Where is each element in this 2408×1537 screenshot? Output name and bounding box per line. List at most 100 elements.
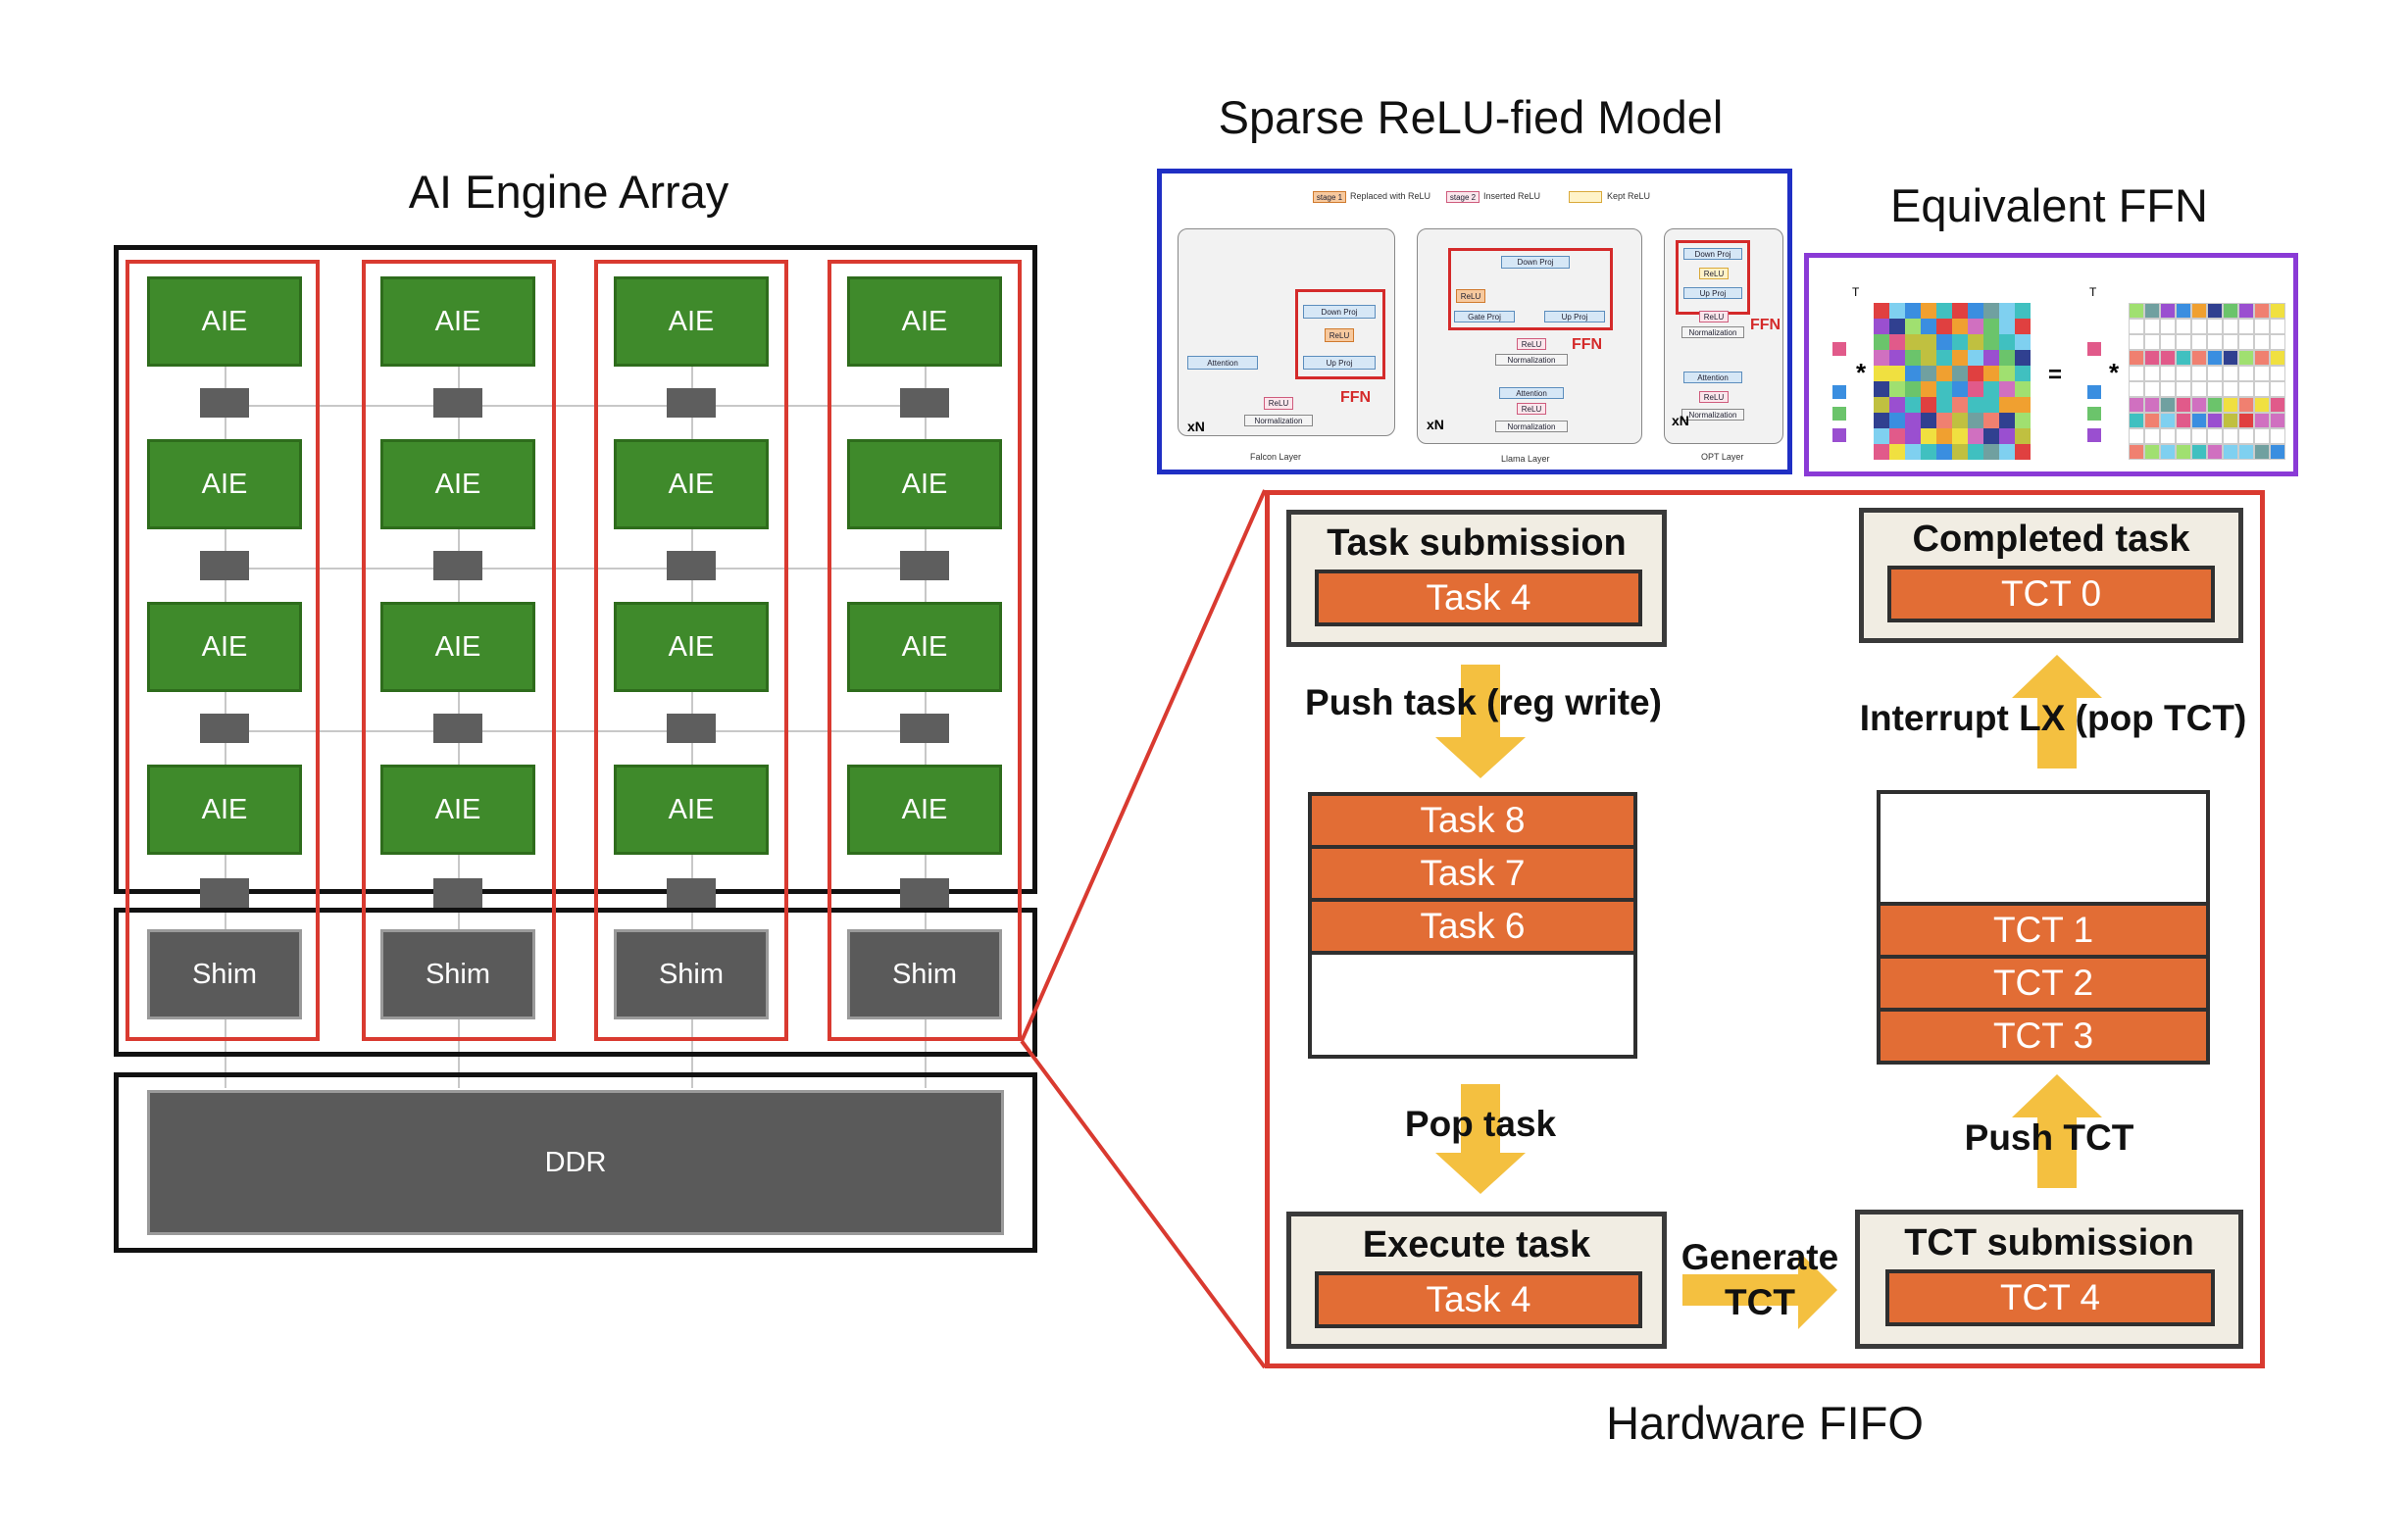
- matrix-cell: [1889, 319, 1905, 334]
- matrix-cell: [1983, 350, 1999, 366]
- matrix-cell: [1921, 397, 1936, 413]
- opt-relu-mid: ReLU: [1699, 311, 1729, 322]
- task-queue-item: Task 8: [1308, 792, 1637, 849]
- matrix-cell: [2191, 397, 2207, 413]
- matrix-cell: [2176, 381, 2191, 397]
- aie-tile: AIE: [614, 765, 769, 855]
- task-queue: Task 8 Task 7 Task 6: [1308, 792, 1637, 1059]
- matrix-cell: [2144, 319, 2160, 334]
- matrix-cell: [2254, 381, 2270, 397]
- llama-relu2: ReLU: [1517, 403, 1546, 415]
- matrix-cell: [2207, 444, 2223, 460]
- matrix-cell: [2238, 413, 2254, 428]
- opt-xn: xN: [1672, 413, 1689, 428]
- switch-block: [667, 551, 716, 580]
- matrix-cell: [1968, 350, 1983, 366]
- matrix-cell: [2129, 303, 2144, 319]
- vector-cell: [1832, 428, 1846, 442]
- falcon-relu: ReLU: [1325, 328, 1354, 342]
- matrix-cell: [1874, 381, 1889, 397]
- switch-block: [667, 714, 716, 743]
- matrix-cell: [2238, 444, 2254, 460]
- switch-block: [433, 878, 482, 908]
- vector-cell: [1832, 407, 1846, 421]
- matrix-cell: [2129, 428, 2144, 444]
- matrix-cell: [1936, 319, 1952, 334]
- matrix-cell: [1983, 334, 1999, 350]
- matrix-cell: [2015, 303, 2031, 319]
- matrix-cell: [2129, 366, 2144, 381]
- matrix-cell: [1905, 413, 1921, 428]
- matrix-cell: [2160, 413, 2176, 428]
- matrix-cell: [1968, 381, 1983, 397]
- matrix-cell: [1999, 334, 2015, 350]
- matrix-cell: [2191, 350, 2207, 366]
- matrix-cell: [1983, 303, 1999, 319]
- vector-cell: [1832, 385, 1846, 399]
- matrix-cell: [2176, 350, 2191, 366]
- ffn-times-2: *: [2109, 358, 2120, 387]
- matrix-cell: [1968, 444, 1983, 460]
- execute-task-title: Execute task: [1362, 1224, 1591, 1265]
- aie-tile: AIE: [147, 765, 302, 855]
- matrix-cell: [2254, 428, 2270, 444]
- matrix-cell: [1983, 319, 1999, 334]
- opt-caption: OPT Layer: [1701, 452, 1744, 462]
- matrix-cell: [1905, 366, 1921, 381]
- legend-kept-text: Kept ReLU: [1607, 191, 1651, 201]
- shim-tile: Shim: [147, 929, 302, 1019]
- matrix-cell: [2270, 303, 2285, 319]
- falcon-ffn-label: FFN: [1340, 389, 1372, 406]
- tct-submission-item: TCT 4: [1885, 1269, 2215, 1326]
- vector-cell: [2087, 407, 2101, 421]
- matrix-cell: [2160, 319, 2176, 334]
- push-task-label: Push task (reg write): [1305, 682, 1662, 722]
- vector-cell: [1832, 342, 1846, 356]
- matrix-cell: [1905, 444, 1921, 460]
- opt-normalization: Normalization: [1681, 326, 1744, 338]
- matrix-cell: [2223, 334, 2238, 350]
- generate-tct-label-1: Generate: [1681, 1237, 1839, 1277]
- task-submission-panel: Task submission Task 4: [1286, 510, 1667, 647]
- tct-queue: TCT 1 TCT 2 TCT 3: [1877, 790, 2210, 1065]
- matrix-cell: [2207, 397, 2223, 413]
- task-submission-title: Task submission: [1327, 522, 1627, 564]
- llama-relu: ReLU: [1456, 289, 1485, 303]
- switch-block: [667, 388, 716, 418]
- hardware-fifo-caption: Hardware FIFO: [1606, 1397, 1924, 1449]
- legend-stage2-text: Inserted ReLU: [1483, 191, 1541, 201]
- aie-tile: AIE: [614, 276, 769, 367]
- matrix-cell: [2015, 350, 2031, 366]
- tct-queue-item: TCT 1: [1877, 902, 2210, 959]
- matrix-cell: [1999, 428, 2015, 444]
- completed-task-title: Completed task: [1912, 519, 2190, 560]
- matrix-cell: [2129, 444, 2144, 460]
- llama-up-proj: Up Proj: [1544, 311, 1605, 322]
- shim-tile: Shim: [380, 929, 535, 1019]
- matrix-cell: [2160, 334, 2176, 350]
- llama-caption: Llama Layer: [1501, 454, 1550, 464]
- ffn-vector-right: [2085, 342, 2103, 479]
- matrix-cell: [1952, 350, 1968, 366]
- matrix-cell: [2191, 428, 2207, 444]
- matrix-cell: [2270, 381, 2285, 397]
- matrix-cell: [1921, 366, 1936, 381]
- matrix-cell: [1999, 350, 2015, 366]
- matrix-cell: [2176, 397, 2191, 413]
- matrix-cell: [1889, 428, 1905, 444]
- column-highlight-1: [125, 260, 320, 1041]
- aie-tile: AIE: [847, 276, 1002, 367]
- matrix-cell: [1999, 381, 2015, 397]
- matrix-cell: [2144, 350, 2160, 366]
- switch-block: [900, 878, 949, 908]
- matrix-cell: [2176, 334, 2191, 350]
- ffn-transpose-2: T: [2089, 285, 2097, 299]
- matrix-cell: [1905, 397, 1921, 413]
- llama-relu-mid: ReLU: [1517, 338, 1546, 350]
- matrix-cell: [1936, 444, 1952, 460]
- vector-cell: [2087, 342, 2101, 356]
- aie-tile: AIE: [614, 602, 769, 692]
- shim-tile: Shim: [614, 929, 769, 1019]
- matrix-cell: [2015, 444, 2031, 460]
- matrix-cell: [1905, 303, 1921, 319]
